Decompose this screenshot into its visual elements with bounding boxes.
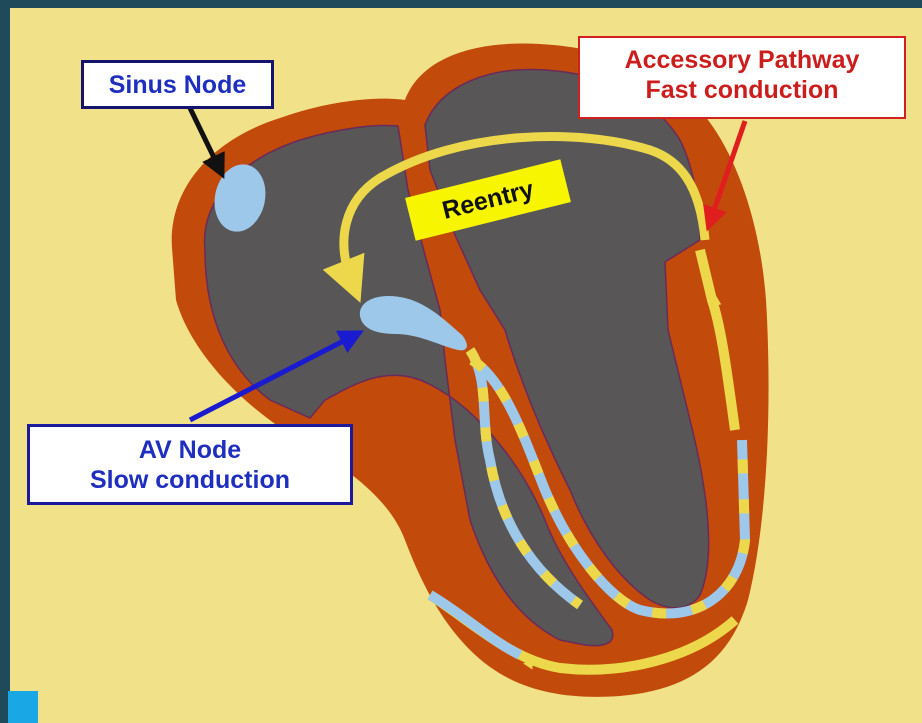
av-node-title: AV Node xyxy=(30,435,350,465)
accessory-pathway-title: Accessory Pathway xyxy=(580,45,904,75)
av-node-subtitle: Slow conduction xyxy=(30,465,350,495)
accessory-pathway-label: Accessory Pathway Fast conduction xyxy=(578,36,906,119)
sinus-node-text: Sinus Node xyxy=(84,70,271,100)
corner-marker xyxy=(8,691,38,723)
accessory-pathway-subtitle: Fast conduction xyxy=(580,75,904,105)
sinus-node-label: Sinus Node xyxy=(81,60,274,109)
av-node-label: AV Node Slow conduction xyxy=(27,424,353,505)
